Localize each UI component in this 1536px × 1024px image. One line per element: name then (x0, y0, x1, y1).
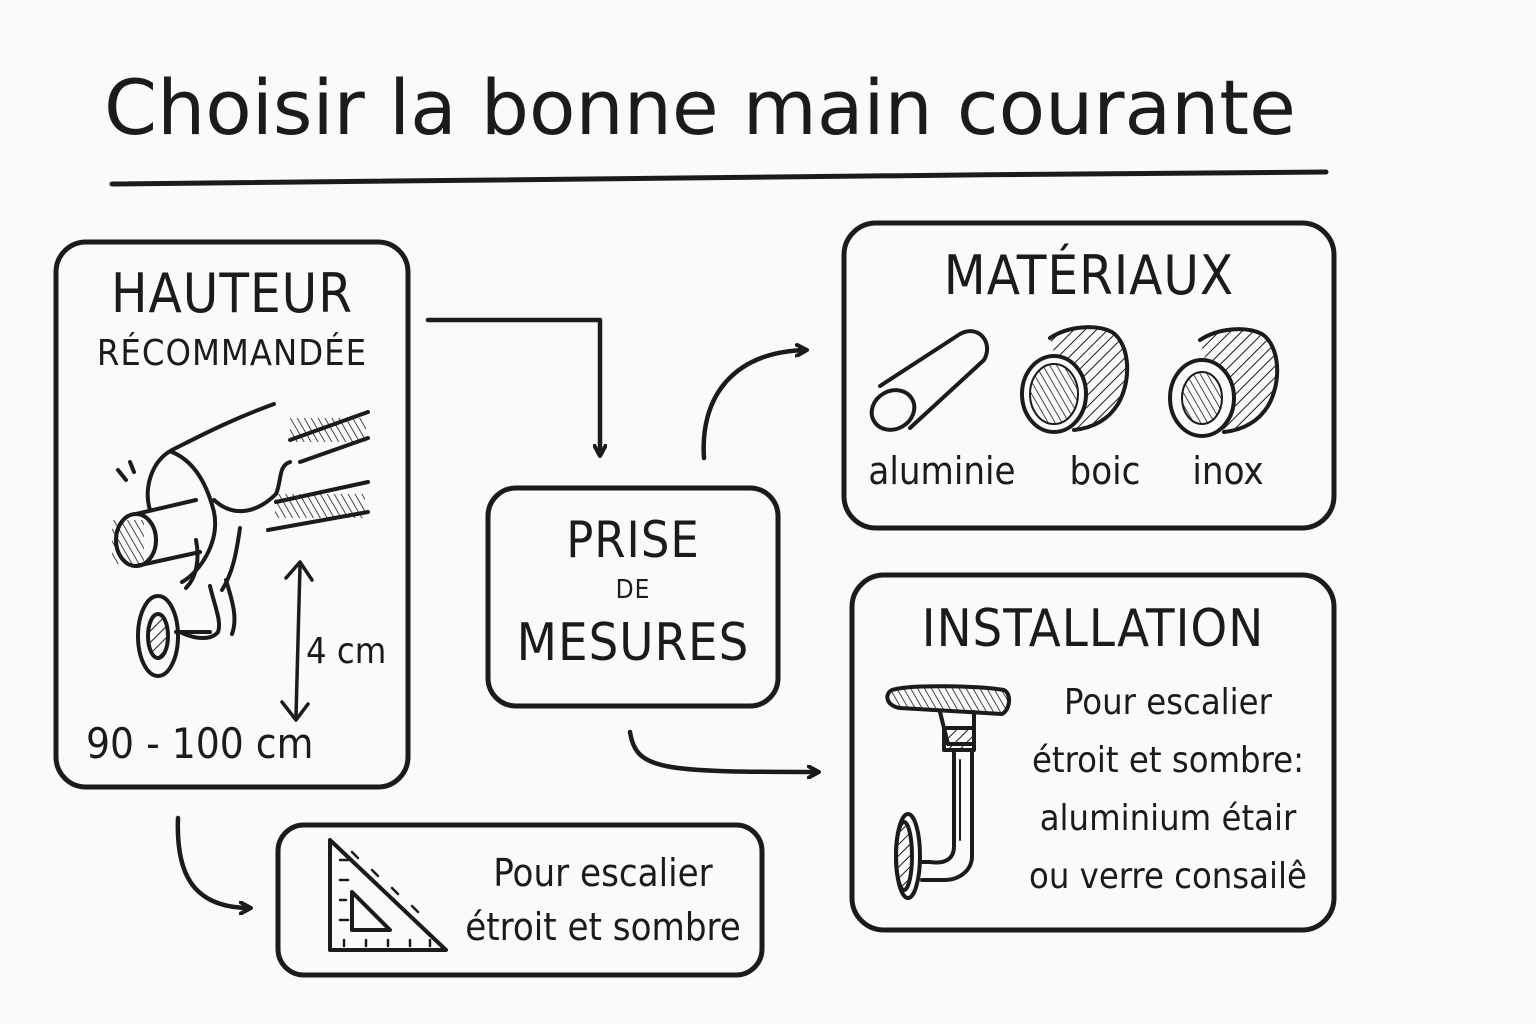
arrow-prise-to-installation (627, 729, 818, 772)
wood-rod-icon (1020, 325, 1130, 434)
tip-line-2: étroit et sombre (465, 905, 741, 949)
installation-line-4: ou verre consailê (1029, 856, 1307, 897)
installation-box (849, 572, 1337, 933)
hand-grip-illustration (112, 402, 370, 678)
material-label-aluminie: aluminie (868, 449, 1016, 493)
set-square-icon (328, 838, 448, 952)
title-underline (109, 169, 1329, 187)
height-dimension-arrow (280, 560, 314, 722)
prise-line3: MESURES (516, 613, 750, 673)
prise-box (485, 485, 781, 709)
tip-line-1: Pour escalier (493, 851, 713, 895)
gap-label: 4 cm (306, 631, 387, 672)
materiaux-heading: MATÉRIAUX (943, 244, 1235, 307)
arrow-hauteur-to-prise (425, 317, 600, 455)
height-label: 90 - 100 cm (86, 719, 314, 768)
installation-heading: INSTALLATION (921, 599, 1265, 659)
installation-line-1: Pour escalier (1064, 682, 1272, 723)
arrow-prise-to-materiaux (701, 350, 806, 461)
page-title: Choisir la bonne main courante (104, 63, 1296, 152)
installation-description: Pour escalier étroit et sombre: aluminiu… (1010, 674, 1326, 906)
prise-line1: PRISE (566, 511, 700, 569)
installation-line-3: aluminium étair (1039, 798, 1297, 839)
hauteur-subheading: RÉCOMMANDÉE (96, 333, 368, 374)
tip-description: Pour escalier étroit et sombre (458, 846, 748, 954)
materiaux-box (841, 220, 1337, 531)
hauteur-heading: HAUTEUR (110, 262, 353, 325)
material-label-inox: inox (1192, 449, 1264, 493)
material-label-boic: boic (1069, 449, 1141, 493)
installation-line-2: étroit et sombre: (1031, 740, 1304, 781)
hauteur-box (53, 239, 411, 790)
prise-line2: DE (615, 575, 651, 605)
wall-bracket-icon (885, 684, 1011, 900)
inox-rod-icon (1168, 327, 1280, 438)
tip-box (275, 822, 765, 978)
arrow-hauteur-to-tip (175, 815, 250, 908)
aluminium-rod-icon (869, 329, 990, 432)
